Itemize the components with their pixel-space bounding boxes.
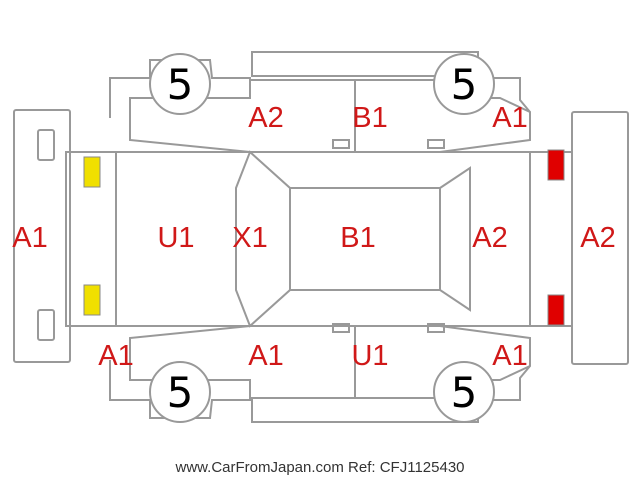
code-hood: U1 [157, 222, 194, 254]
code-windshield: X1 [232, 222, 267, 254]
upper-front-handle [332, 139, 350, 149]
tire-front-left-mark: 5 [167, 60, 194, 109]
code-front-bumper: A1 [12, 222, 47, 254]
top-body-outline [65, 151, 573, 327]
front-lamp-top [83, 156, 101, 188]
code-upper-rear-door: B1 [352, 102, 387, 134]
code-rear-bumper: A2 [580, 222, 615, 254]
lower-rear-handle [427, 323, 445, 333]
code-lower-rear-fender: A1 [492, 340, 527, 372]
tire-rear-left-circle [433, 53, 495, 115]
tire-front-left-circle [149, 53, 211, 115]
code-lower-front-door: A1 [248, 340, 283, 372]
tire-front-right-circle [149, 361, 211, 423]
rear-lamp-top [547, 149, 565, 181]
code-roof: B1 [340, 222, 375, 254]
code-rear-glass: A2 [472, 222, 507, 254]
rear-glass-outline [439, 166, 471, 312]
tire-front-right-mark: 5 [167, 368, 194, 417]
tire-rear-left-mark: 5 [451, 60, 478, 109]
front-bumper-outline [13, 109, 71, 363]
front-sensor-top [37, 129, 55, 161]
code-upper-front-door: A2 [248, 102, 283, 134]
code-lower-rear-door: U1 [351, 340, 388, 372]
code-upper-rear-fender: A1 [492, 102, 527, 134]
front-lamp-bottom [83, 284, 101, 316]
front-sensor-bottom [37, 309, 55, 341]
rear-lamp-bottom [547, 294, 565, 326]
footer-reference: www.CarFromJapan.com Ref: CFJ1125430 [175, 459, 465, 476]
upper-rear-handle [427, 139, 445, 149]
lower-front-handle [332, 323, 350, 333]
tire-rear-right-mark: 5 [451, 368, 478, 417]
code-lower-front-fender: A1 [98, 340, 133, 372]
tire-rear-right-circle [433, 361, 495, 423]
